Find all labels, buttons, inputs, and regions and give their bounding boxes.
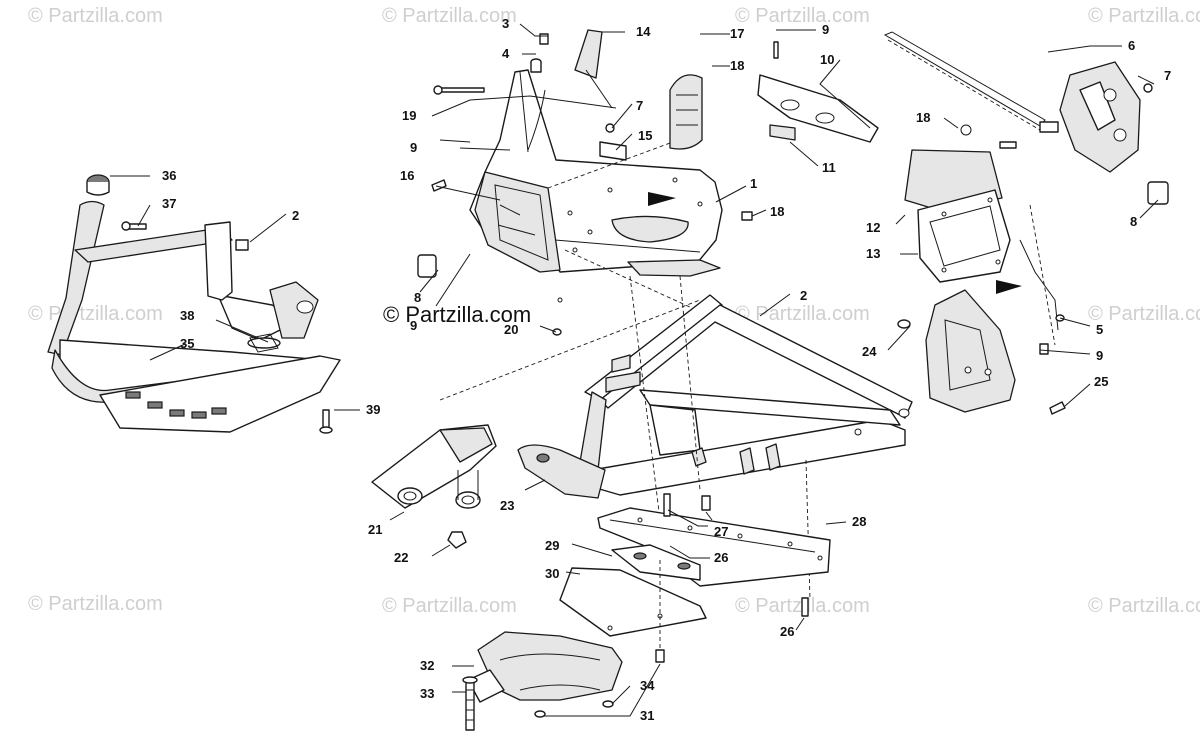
callout-18: 18 bbox=[770, 204, 784, 219]
watermark-layer: © Partzilla.com © Partzilla.com © Partzi… bbox=[28, 5, 1200, 617]
callout-38: 38 bbox=[180, 308, 194, 323]
callout-37: 37 bbox=[162, 196, 176, 211]
callout-19: 19 bbox=[402, 108, 416, 123]
watermark: © Partzilla.com bbox=[735, 303, 870, 325]
callout-7: 7 bbox=[636, 98, 643, 113]
watermark: © Partzilla.com bbox=[28, 5, 163, 27]
callout-4: 4 bbox=[502, 46, 510, 61]
callout-14: 14 bbox=[636, 24, 651, 39]
callout-7: 7 bbox=[1164, 68, 1171, 83]
watermark: © Partzilla.com bbox=[1088, 595, 1200, 617]
side-bracket-assembly bbox=[897, 289, 1066, 415]
center-watermark: © Partzilla.com bbox=[383, 302, 531, 327]
air-box-assembly bbox=[904, 124, 1059, 346]
callout-23: 23 bbox=[500, 498, 514, 513]
callout-5: 5 bbox=[1096, 322, 1103, 337]
callout-16: 16 bbox=[400, 168, 414, 183]
steering-bracket-assembly bbox=[883, 31, 1169, 205]
watermark: © Partzilla.com bbox=[1088, 303, 1200, 325]
callout-36: 36 bbox=[162, 168, 176, 183]
callout-18: 18 bbox=[916, 110, 930, 125]
watermark: © Partzilla.com bbox=[382, 5, 517, 27]
callout-9: 9 bbox=[1096, 348, 1103, 363]
callout-8: 8 bbox=[1130, 214, 1137, 229]
callout-1: 1 bbox=[750, 176, 757, 191]
main-frame-assembly bbox=[439, 275, 913, 601]
bolt-37 bbox=[121, 221, 147, 231]
callout-12: 12 bbox=[866, 220, 880, 235]
clip-2-left bbox=[235, 239, 249, 251]
callout-9: 9 bbox=[822, 22, 829, 37]
callout-9: 9 bbox=[410, 318, 417, 333]
bottom-skid-assembly bbox=[462, 631, 665, 731]
mount-plate-assembly bbox=[757, 41, 879, 143]
callout-10: 10 bbox=[820, 52, 834, 67]
callout-17: 17 bbox=[730, 26, 744, 41]
callout-6: 6 bbox=[1128, 38, 1135, 53]
callout-22: 22 bbox=[394, 550, 408, 565]
callout-33: 33 bbox=[420, 686, 434, 701]
watermark: © Partzilla.com bbox=[382, 595, 517, 617]
callout-25: 25 bbox=[1094, 374, 1108, 389]
front-bumper-assembly bbox=[47, 174, 341, 434]
skid-plate-assembly bbox=[597, 493, 831, 587]
watermark: © Partzilla.com bbox=[28, 593, 163, 615]
callout-20: 20 bbox=[504, 322, 518, 337]
callout-34: 34 bbox=[640, 678, 655, 693]
callout-27: 27 bbox=[714, 524, 728, 539]
direction-arrow bbox=[996, 280, 1022, 294]
callout-30: 30 bbox=[545, 566, 559, 581]
callout-31: 31 bbox=[640, 708, 654, 723]
callout-24: 24 bbox=[862, 344, 877, 359]
watermark: © Partzilla.com bbox=[1088, 5, 1200, 27]
bumper-slots bbox=[125, 391, 227, 419]
callout-35: 35 bbox=[180, 336, 194, 351]
spindle-arm-assembly bbox=[371, 424, 497, 549]
callout-32: 32 bbox=[420, 658, 434, 673]
callout-15: 15 bbox=[638, 128, 652, 143]
callout-26: 26 bbox=[780, 624, 794, 639]
lower-guard-assembly bbox=[559, 544, 809, 648]
leader-lines bbox=[110, 23, 1159, 717]
callout-29: 29 bbox=[545, 538, 559, 553]
callout-8: 8 bbox=[414, 290, 421, 305]
bolt-39 bbox=[319, 409, 333, 434]
callout-9: 9 bbox=[410, 140, 417, 155]
callout-26: 26 bbox=[714, 550, 728, 565]
callout-2: 2 bbox=[800, 288, 807, 303]
callout-18: 18 bbox=[730, 58, 744, 73]
callout-2: 2 bbox=[292, 208, 299, 223]
nose-frame-assembly bbox=[417, 29, 753, 336]
callout-11: 11 bbox=[822, 160, 836, 175]
callout-labels: 1 2 2 3 4 5 6 7 7 8 8 9 9 9 9 10 11 12 1… bbox=[162, 16, 1171, 723]
callout-3: 3 bbox=[502, 16, 509, 31]
direction-arrow bbox=[648, 192, 676, 206]
watermark: © Partzilla.com bbox=[28, 303, 163, 325]
callout-39: 39 bbox=[366, 402, 380, 417]
callout-13: 13 bbox=[866, 246, 880, 261]
callout-28: 28 bbox=[852, 514, 866, 529]
callout-21: 21 bbox=[368, 522, 382, 537]
watermark: © Partzilla.com bbox=[735, 5, 870, 27]
